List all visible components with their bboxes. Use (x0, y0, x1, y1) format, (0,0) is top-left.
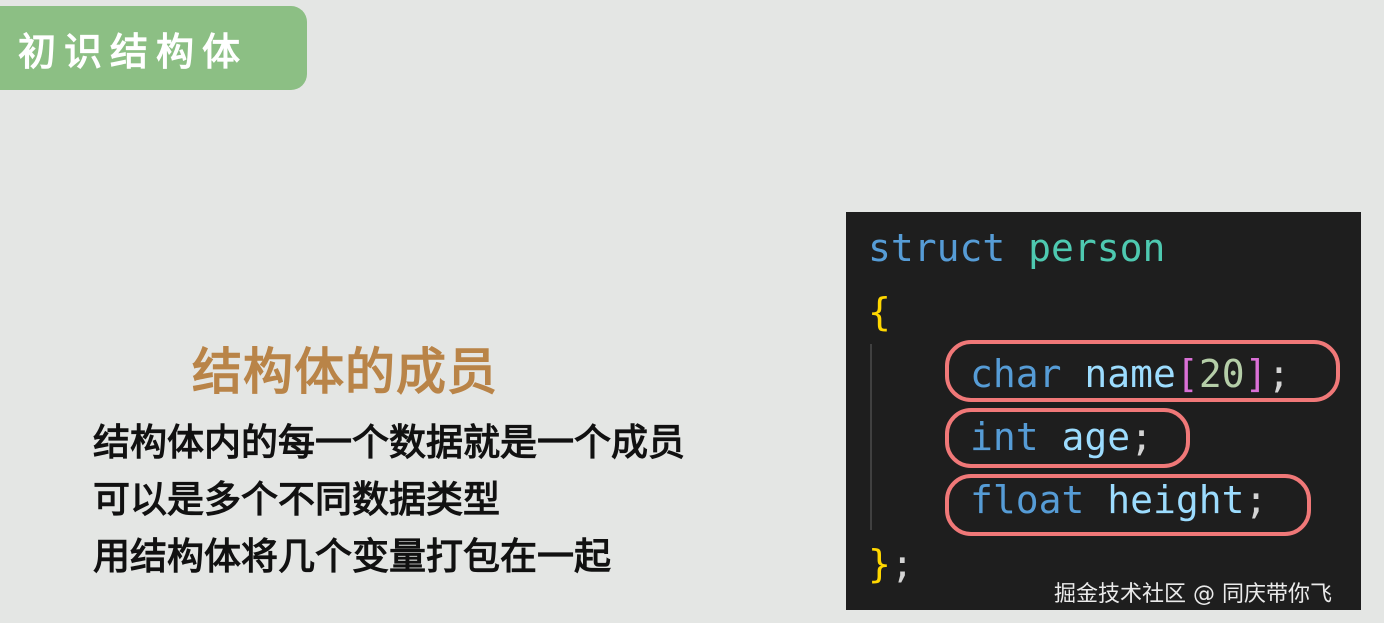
member-name: age (1061, 415, 1131, 459)
bullet-list: 结构体内的每一个数据就是一个成员 可以是多个不同数据类型 用结构体将几个变量打包… (93, 414, 685, 585)
bullet-item: 用结构体将几个变量打包在一起 (93, 535, 611, 578)
highlight-box-age (945, 408, 1190, 468)
title-banner: 初识结构体 (0, 6, 307, 90)
member-type: int (970, 415, 1039, 459)
struct-keyword: struct (868, 226, 1006, 270)
semicolon: ; (1130, 415, 1154, 459)
member-name-line: char name[20]; (970, 352, 1290, 396)
section-heading: 结构体的成员 (192, 343, 498, 401)
member-name: height (1107, 478, 1245, 522)
bullet-item: 结构体内的每一个数据就是一个成员 (93, 421, 685, 464)
page-title: 初识结构体 (18, 29, 249, 74)
member-type: float (970, 478, 1085, 522)
code-line-struct: struct person (868, 226, 1165, 270)
indent-guide (870, 344, 872, 530)
member-height-line: float height; (970, 478, 1267, 522)
struct-name: person (1028, 226, 1166, 270)
close-brace-line: }; (868, 542, 914, 586)
bracket-close: ] (1244, 352, 1268, 396)
watermark: 掘金技术社区 @ 同庆带你飞 (1054, 582, 1332, 607)
bullet-item: 可以是多个不同数据类型 (93, 478, 500, 521)
bracket-open: [ (1175, 352, 1199, 396)
code-snippet: struct person { char name[20]; int age; … (846, 212, 1361, 610)
highlight-box-height (945, 474, 1311, 536)
array-size: 20 (1198, 352, 1245, 396)
member-name: name (1084, 352, 1176, 396)
semicolon: ; (1267, 352, 1291, 396)
close-brace: } (868, 542, 891, 586)
member-type: char (970, 352, 1062, 396)
highlight-box-name (945, 340, 1340, 402)
open-brace: { (868, 290, 891, 334)
member-age-line: int age; (970, 415, 1153, 459)
semicolon: ; (890, 542, 914, 586)
semicolon: ; (1244, 478, 1268, 522)
